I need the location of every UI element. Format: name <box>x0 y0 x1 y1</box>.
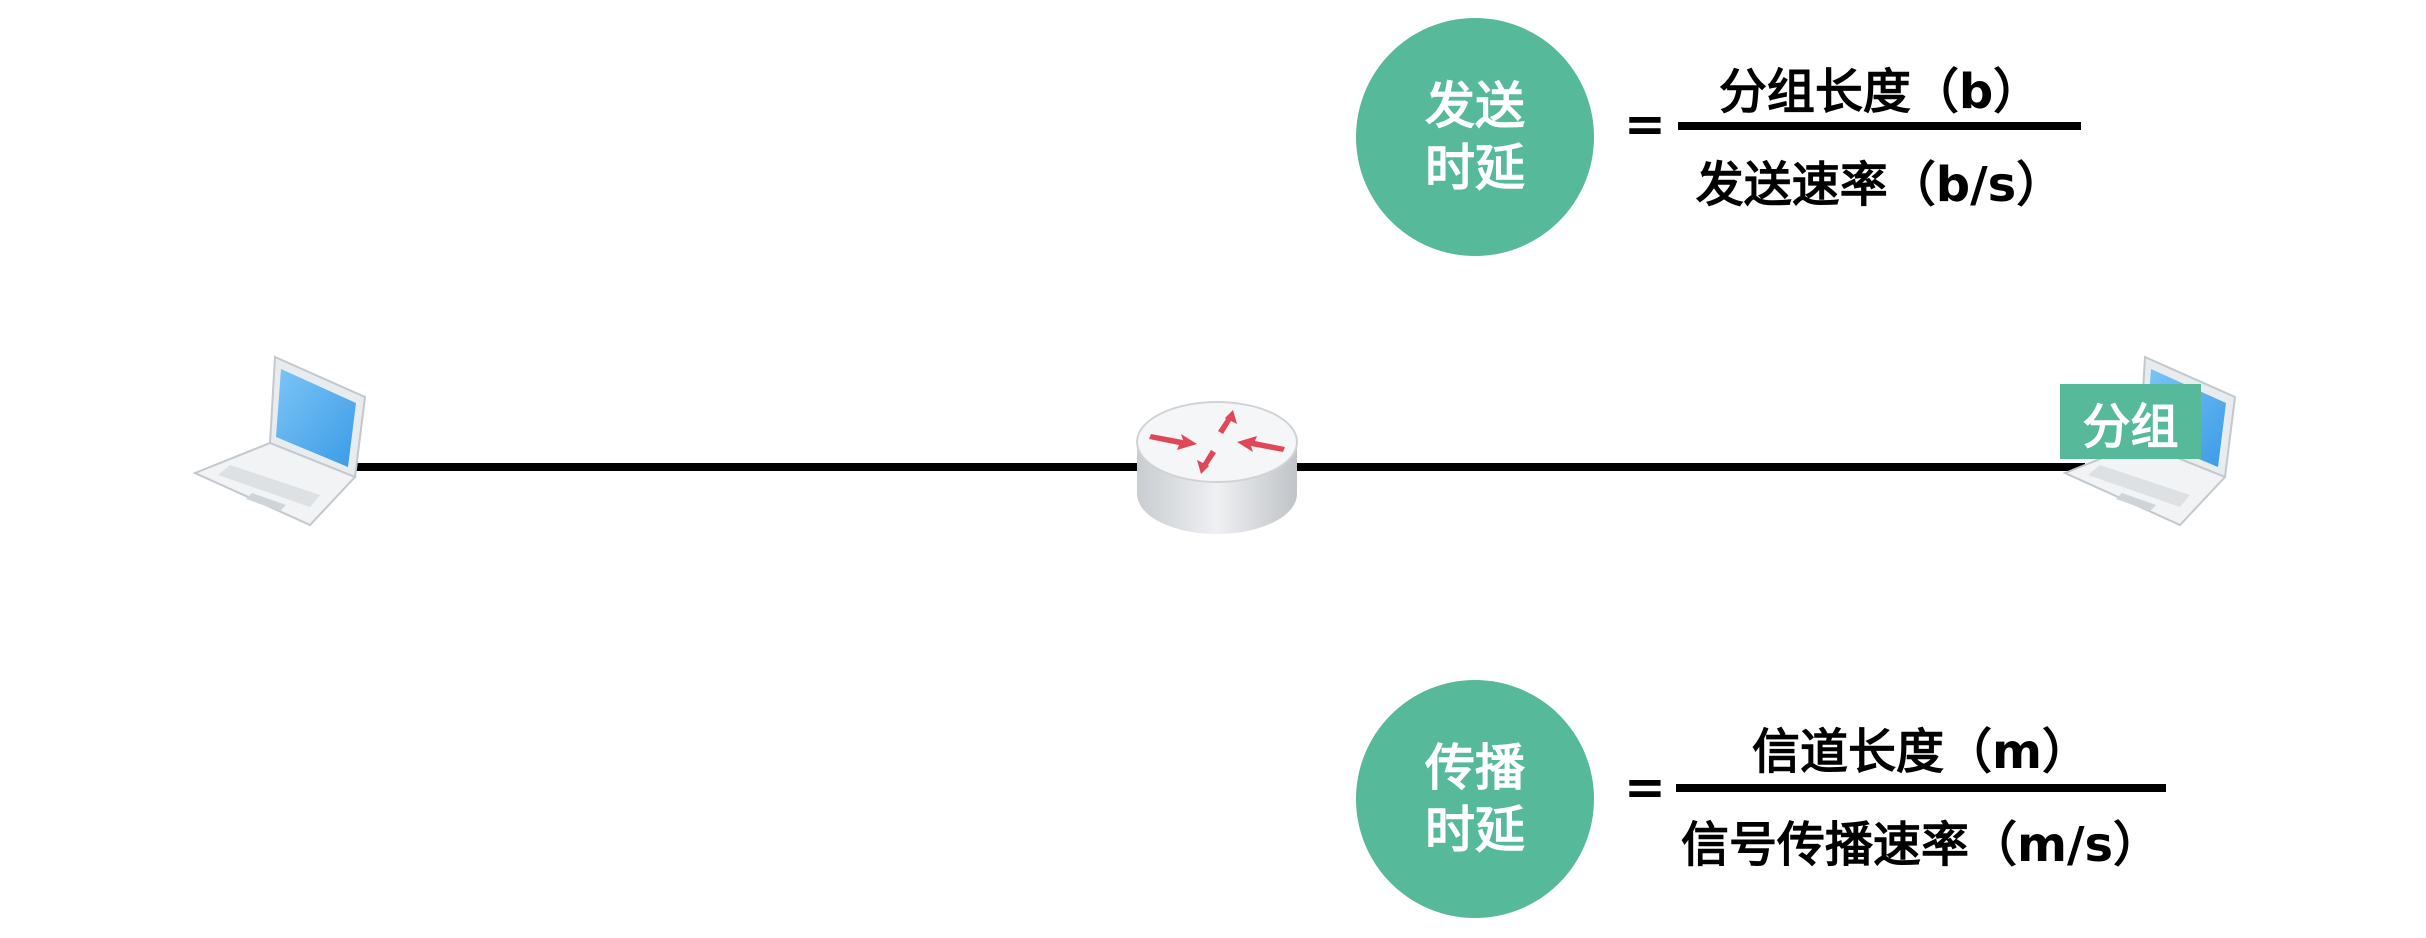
transmission-delay-circle: 发送 时延 <box>1356 18 1594 256</box>
packet-label: 分组 <box>2060 384 2201 459</box>
laptop-icon <box>192 355 367 527</box>
propagation-delay-circle: 传播 时延 <box>1356 680 1594 918</box>
propagation-delay-line2: 时延 <box>1425 801 1525 859</box>
transmission-delay-line1: 发送 <box>1425 77 1525 135</box>
transmission-fraction-bar <box>1678 122 2081 130</box>
propagation-equals: = <box>1624 758 1666 816</box>
link-left <box>355 463 1145 471</box>
transmission-denominator: 发送速率（b/s） <box>1695 157 2065 213</box>
transmission-equals: = <box>1624 95 1666 153</box>
propagation-delay-line1: 传播 <box>1425 739 1525 797</box>
propagation-numerator: 信道长度（m） <box>1751 724 2091 780</box>
propagation-denominator: 信号传播速率（m/s） <box>1680 817 2162 873</box>
propagation-fraction-bar <box>1676 784 2166 792</box>
link-right <box>1290 463 2085 471</box>
router-icon <box>1136 401 1298 534</box>
transmission-delay-line2: 时延 <box>1425 139 1525 197</box>
transmission-numerator: 分组长度（b） <box>1718 64 2042 120</box>
